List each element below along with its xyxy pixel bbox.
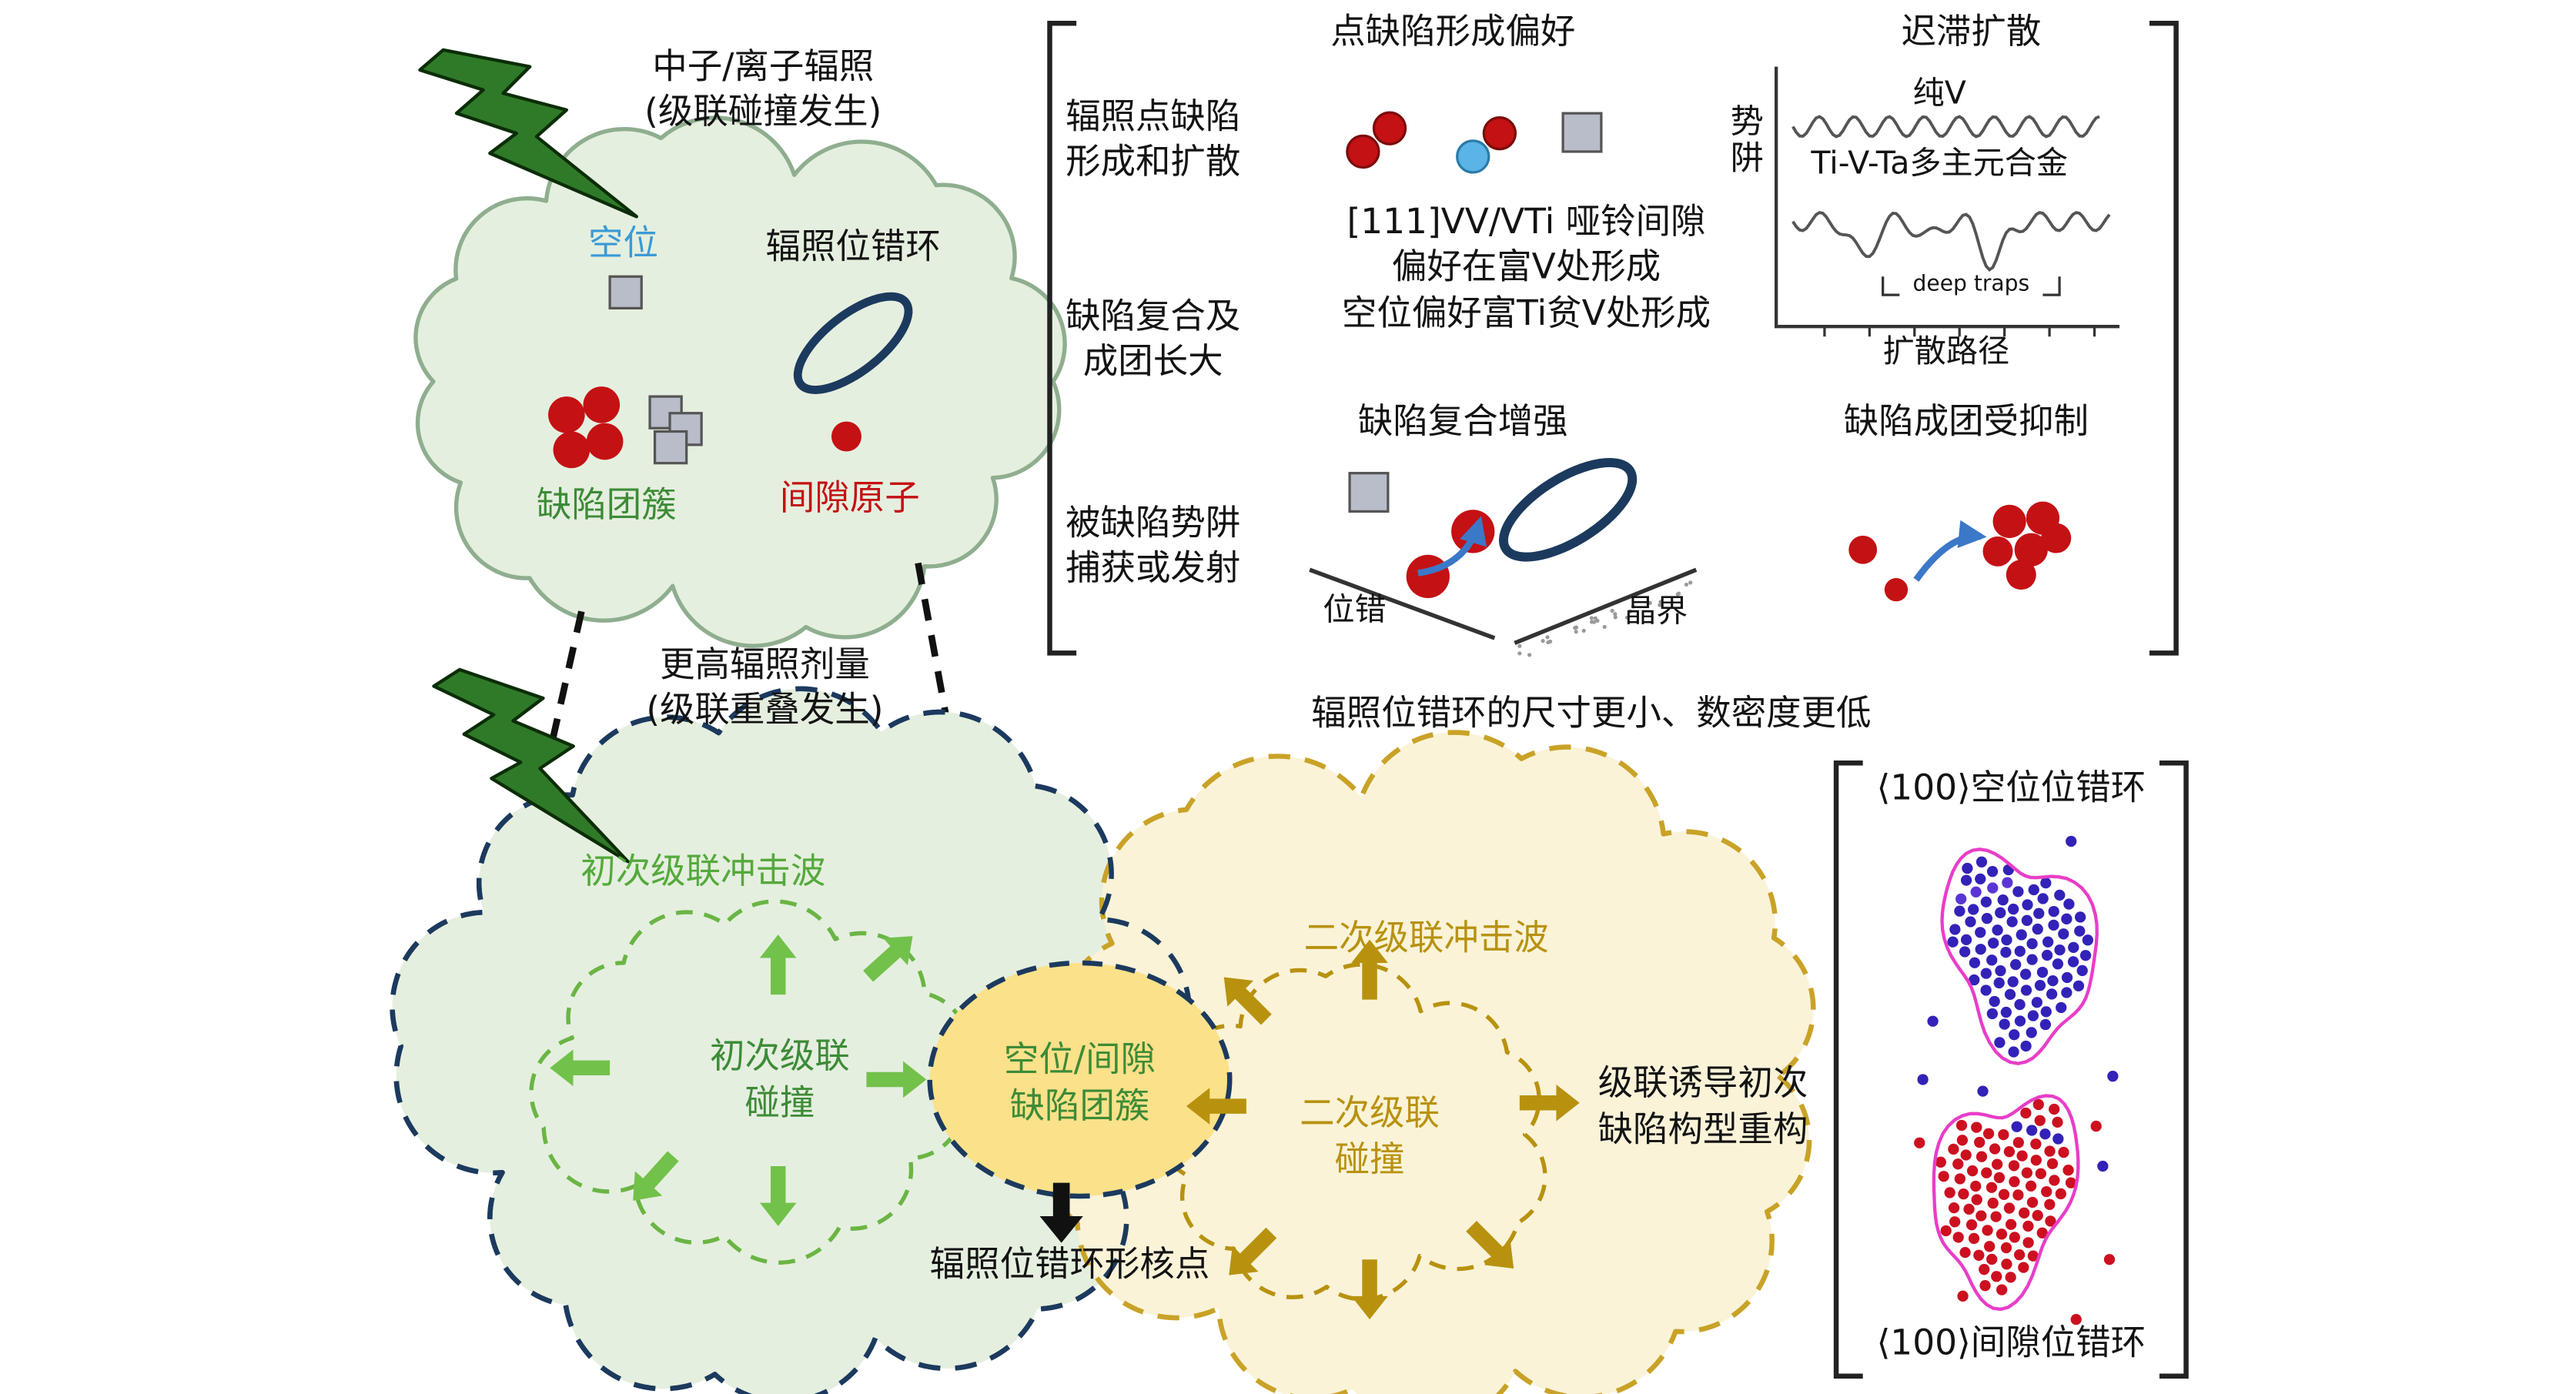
secondary-shockwave-label: 二次级联冲击波 bbox=[1303, 918, 1549, 958]
dose-connector-lines bbox=[548, 562, 950, 746]
row2-label-line2: 成团长大 bbox=[1082, 341, 1223, 382]
irradiation-cloud bbox=[413, 115, 1067, 648]
interstitial-atom-icon bbox=[1406, 554, 1450, 598]
secondary-cascade-line1: 二次级联 bbox=[1300, 1092, 1440, 1133]
potential-curves bbox=[1791, 115, 2111, 272]
dumbbell-note-line1: [111]VV/VTi 哑铃间隙 bbox=[1347, 201, 1706, 242]
interstitial-atom-icon bbox=[1884, 578, 1909, 602]
interstitial-atom-label: 间隙原子 bbox=[779, 478, 920, 518]
grain-boundary-stipple bbox=[1517, 580, 1693, 657]
dose-line1: 更高辐照剂量 bbox=[660, 644, 870, 685]
pure-v-label: 纯V bbox=[1912, 75, 1966, 112]
row2-label-line1: 缺陷复合及 bbox=[1066, 296, 1241, 337]
potential-axes bbox=[1774, 66, 2119, 337]
nucleation-label: 辐照位错环形核点 bbox=[929, 1244, 1210, 1285]
recombination-arrow bbox=[1417, 516, 1487, 577]
vacancy-label: 空位 bbox=[587, 222, 658, 263]
vacancy-square-icon bbox=[1561, 112, 1603, 153]
irradiation-title: 中子/离子辐照 bbox=[652, 46, 875, 87]
dislocation-loop-icon bbox=[793, 292, 913, 394]
reconfig-line2: 缺陷构型重构 bbox=[1597, 1109, 1808, 1150]
vacancy-loop-atom-map bbox=[1917, 835, 2119, 1097]
suppressed-cluster-icon bbox=[1982, 501, 2072, 590]
grain-boundary-label: 晶界 bbox=[1624, 593, 1688, 630]
diffusion-path-label: 扩散路径 bbox=[1882, 333, 2010, 370]
clustering-suppressed-title: 缺陷成团受抑制 bbox=[1843, 401, 2089, 442]
potential-well-axis-label: 势阱 bbox=[1725, 103, 1765, 177]
dislocation-loop-label: 辐照位错环 bbox=[765, 226, 941, 267]
primary-cascade-cloud-border bbox=[390, 686, 1198, 1394]
interstitial-atom-icon bbox=[1848, 535, 1878, 564]
deep-traps-corner-marks bbox=[1882, 276, 2061, 296]
secondary-cascade-line2: 碰撞 bbox=[1334, 1139, 1405, 1180]
point-defect-preference-title: 点缺陷形成偏好 bbox=[1330, 11, 1576, 52]
vacancy-square-icon bbox=[608, 275, 643, 310]
row3-label-line1: 被缺陷势阱 bbox=[1066, 503, 1241, 543]
cluster-ellipse-line2: 缺陷团簇 bbox=[1009, 1085, 1150, 1126]
loop-size-note: 辐照位错环的尺寸更小、数密度更低 bbox=[1311, 693, 1872, 734]
row1-label-line1: 辐照点缺陷 bbox=[1066, 96, 1241, 137]
row1-label-line2: 形成和扩散 bbox=[1066, 141, 1241, 182]
clustering-arrow bbox=[1913, 520, 1987, 582]
row3-label-line2: 捕获或发射 bbox=[1066, 547, 1241, 588]
dislocation-grain-boundary-lines bbox=[1309, 567, 1698, 645]
shockwave-arrows bbox=[550, 934, 1580, 1320]
irradiation-subtitle: (级联碰撞发生) bbox=[644, 91, 882, 132]
cluster-ellipse-line1: 空位/间隙 bbox=[1003, 1039, 1156, 1080]
interstitial-loop-atom-map bbox=[1914, 1094, 2116, 1325]
vacancy-cluster-squares-icon bbox=[648, 395, 703, 465]
reconfig-line1: 级联诱导初次 bbox=[1597, 1062, 1808, 1103]
secondary-cascade-cloud bbox=[1041, 730, 1816, 1394]
vacancy-interstitial-cluster-ellipse bbox=[927, 960, 1233, 1199]
defect-cluster-icon bbox=[548, 386, 624, 469]
dislocation-label: 位错 bbox=[1323, 591, 1387, 629]
alloy-label: Ti-V-Ta多主元合金 bbox=[1811, 145, 2069, 182]
defect-cluster-label: 缺陷团簇 bbox=[536, 484, 677, 525]
vacancy-square-icon bbox=[1348, 472, 1390, 513]
vv-dumbbell-icon bbox=[1346, 111, 1407, 169]
vacancy-loop-label: ⟨100⟩空位位错环 bbox=[1876, 767, 2146, 808]
interstitial-atom-icon bbox=[831, 421, 861, 452]
primary-cascade-line2: 碰撞 bbox=[744, 1082, 815, 1123]
primary-cascade-line1: 初次级联 bbox=[709, 1036, 850, 1076]
recombination-title: 缺陷复合增强 bbox=[1357, 401, 1568, 442]
deep-traps-label: deep traps bbox=[1912, 272, 2030, 298]
interstitial-loop-label: ⟨100⟩间隙位错环 bbox=[1876, 1322, 2146, 1363]
dose-line2: (级联重叠发生) bbox=[646, 689, 884, 730]
lightning-icon bbox=[418, 48, 638, 219]
vti-dumbbell-icon bbox=[1456, 115, 1517, 174]
dumbbell-note-line2: 偏好在富V处形成 bbox=[1391, 246, 1661, 287]
primary-shockwave-cloud bbox=[529, 899, 971, 1265]
panel-brackets bbox=[1047, 21, 2189, 1379]
sluggish-diffusion-title: 迟滞扩散 bbox=[1901, 11, 2042, 52]
lightning-icon bbox=[432, 667, 630, 864]
dumbbell-note-line3: 空位偏好富Ti贫V处形成 bbox=[1341, 293, 1711, 333]
dislocation-loop-icon bbox=[1499, 457, 1638, 562]
primary-shockwave-label: 初次级联冲击波 bbox=[580, 851, 826, 891]
